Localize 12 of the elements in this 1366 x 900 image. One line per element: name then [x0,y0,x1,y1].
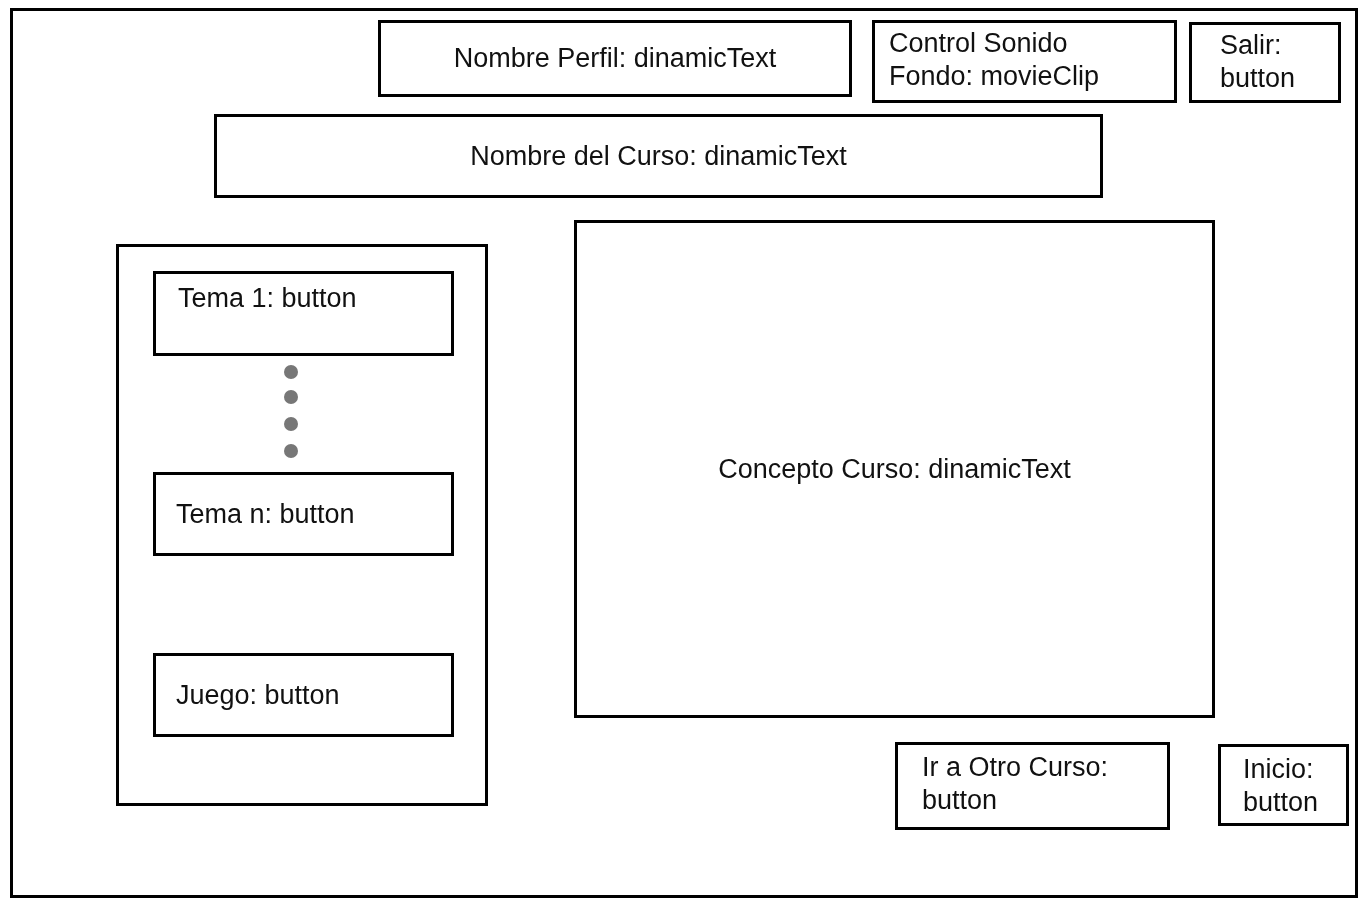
button: Inicio: button [1218,744,1349,826]
button: Tema n: button [153,472,454,556]
text-field: Nombre Perfil: dinamicText [378,20,852,97]
content-area: Concepto Curso: dinamicText [574,220,1215,718]
button: Tema 1: button [153,271,454,356]
button: Salir: button [1189,22,1341,103]
button: Juego: button [153,653,454,737]
menu-panel [116,244,488,806]
button: Ir a Otro Curso: button [895,742,1170,830]
screen-frame [10,8,1358,898]
text-field: Nombre del Curso: dinamicText [214,114,1103,198]
movie-clip-box: Control Sonido Fondo: movieClip [872,20,1177,103]
